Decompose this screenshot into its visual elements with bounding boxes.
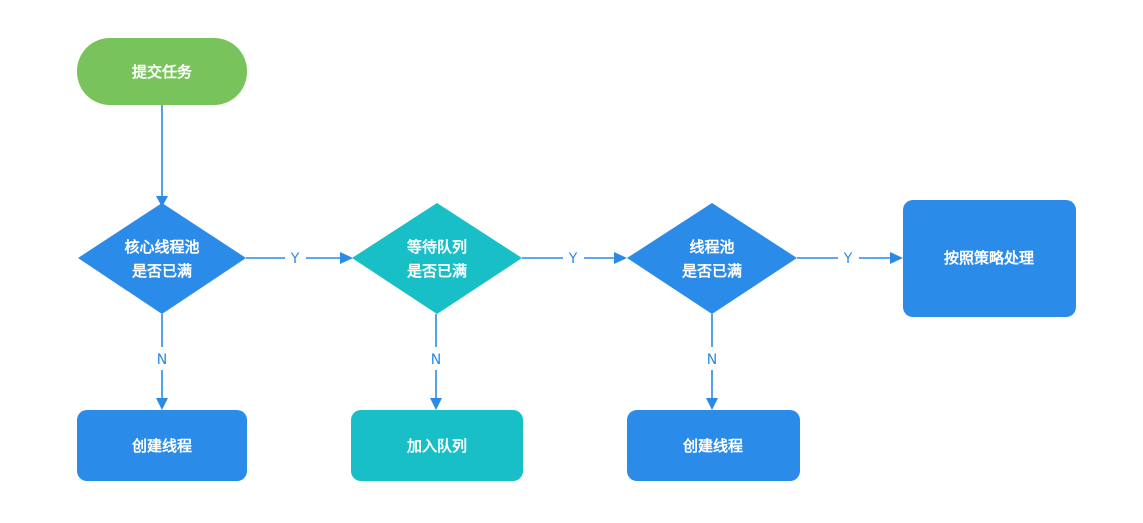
- node-label-line-2: 是否已满: [406, 262, 467, 280]
- edge-queue-full-to-enqueue: N: [430, 314, 442, 410]
- node-label: 创建线程: [131, 437, 192, 455]
- edge-label-n: N: [707, 352, 717, 368]
- edge-label-y: Y: [843, 251, 853, 267]
- node-label: 加入队列: [406, 437, 467, 455]
- node-rejection-policy: 按照策略处理: [903, 200, 1076, 317]
- edge-pool-full-to-create-thread: N: [706, 314, 718, 410]
- edge-pool-full-to-reject: Y: [797, 251, 903, 267]
- node-label-line-1: 等待队列: [407, 238, 467, 256]
- node-create-thread: 创建线程: [627, 410, 800, 481]
- node-label-line-2: 是否已满: [681, 262, 742, 280]
- decision-diamond: [78, 203, 246, 314]
- node-submit-task: 提交任务: [77, 38, 247, 105]
- node-label: 按照策略处理: [944, 249, 1034, 267]
- edge-start-to-core-full: [156, 105, 168, 207]
- edge-label-n: N: [431, 352, 441, 368]
- edge-label-n: N: [157, 352, 167, 368]
- node-label-line-1: 核心线程池: [124, 238, 199, 256]
- edge-core-full-to-queue-full: Y: [246, 251, 353, 267]
- node-enqueue: 加入队列: [351, 410, 523, 481]
- process-box: [903, 200, 1076, 317]
- node-create-core-thread: 创建线程: [77, 410, 247, 481]
- node-queue-full: 等待队列 是否已满: [352, 203, 522, 314]
- process-box: [351, 410, 523, 481]
- start-terminal-shape: [77, 38, 247, 105]
- decision-diamond: [352, 203, 522, 314]
- process-box: [627, 410, 800, 481]
- edge-core-full-to-create-core: N: [156, 314, 168, 410]
- edge-label-y: Y: [568, 251, 578, 267]
- node-pool-full: 线程池 是否已满: [627, 203, 797, 314]
- edge-queue-full-to-pool-full: Y: [522, 251, 627, 267]
- decision-diamond: [627, 203, 797, 314]
- node-label-line-1: 线程池: [689, 238, 734, 256]
- node-label: 提交任务: [132, 63, 193, 81]
- edge-label-y: Y: [290, 251, 300, 267]
- node-label: 创建线程: [682, 437, 743, 455]
- process-box: [77, 410, 247, 481]
- node-core-pool-full: 核心线程池 是否已满: [78, 203, 246, 314]
- node-label-line-2: 是否已满: [131, 262, 192, 280]
